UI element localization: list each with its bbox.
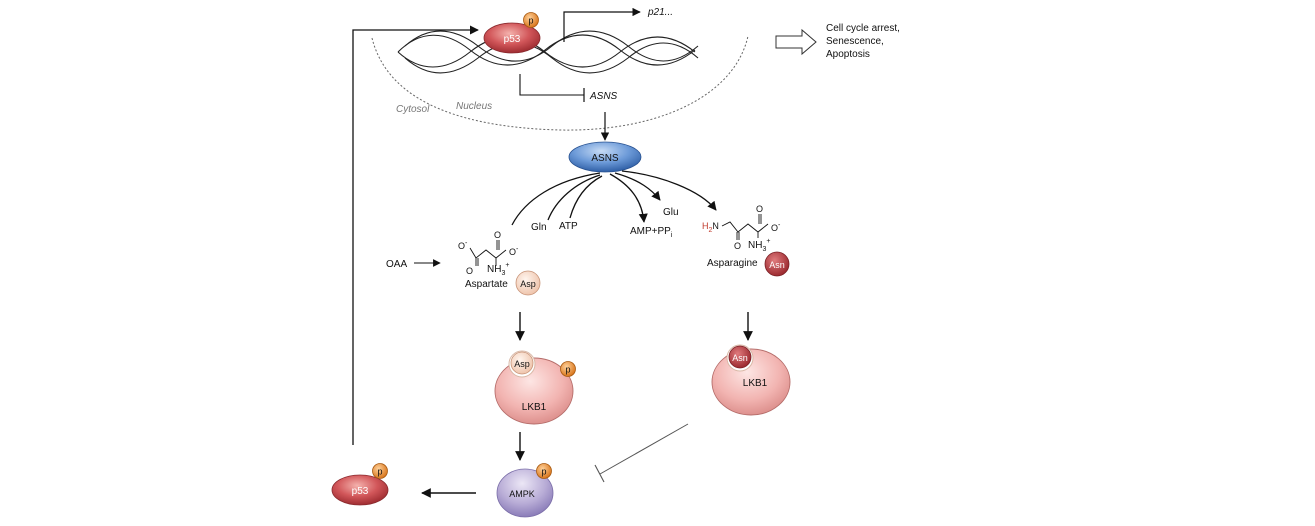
asns-repression-line — [519, 74, 584, 96]
asn-nh3: NH3+ — [748, 238, 770, 253]
outcome-block-arrow — [775, 28, 817, 56]
asn-o-minus: O- — [771, 222, 781, 233]
ampk-phospho: p — [541, 467, 546, 477]
asp-nh3: NH3+ — [487, 262, 509, 277]
dna-helix — [397, 30, 699, 74]
p53-nuclear: p53 — [483, 22, 541, 54]
lkb1-right-label: LKB1 — [743, 378, 768, 389]
lkb1-left-ligand: Asp — [514, 359, 530, 369]
outcome-line-1: Cell cycle arrest, — [826, 23, 900, 34]
asp-o-left: O — [466, 266, 473, 276]
lkb1-left-label: LKB1 — [522, 402, 547, 413]
asp-o-top: O — [494, 230, 501, 240]
amp-label: AMP+PPi — [630, 226, 673, 239]
p53-cytosolic-label: p53 — [352, 486, 369, 497]
p21-label: p21... — [647, 7, 673, 18]
lkb1-asn-complex: LKB1 Asn — [711, 344, 791, 416]
ampk-label: AMPK — [509, 489, 535, 499]
nucleus-label: Nucleus — [456, 101, 492, 112]
asns-enzyme: ASNS — [568, 141, 642, 173]
gln-label: Gln — [531, 222, 547, 233]
asn-lkb1-inhibition-line — [599, 423, 689, 475]
asns-gene-label: ASNS — [589, 91, 618, 102]
lkb1-asp-complex: LKB1 Asp p — [494, 350, 576, 425]
outcome-line-2: Senescence, — [826, 36, 884, 47]
asn-o-bottom: O — [734, 241, 741, 251]
atp-label: ATP — [559, 221, 578, 232]
asp-o-minus-left: O- — [458, 240, 468, 251]
asparagine-structure — [721, 214, 769, 240]
p53-cytosolic-phospho: p — [377, 467, 382, 477]
asns-enzyme-label: ASNS — [591, 153, 619, 164]
reaction-arcs — [511, 170, 717, 226]
lkb1-left-phospho: p — [565, 365, 570, 375]
asparagine-label: Asparagine — [707, 258, 758, 269]
asp-badge: Asp — [515, 270, 541, 296]
asn-h2n: H2N — [702, 221, 719, 234]
outcome-line-3: Apoptosis — [826, 49, 870, 60]
p53-nuclear-label: p53 — [504, 34, 521, 45]
p21-transcription-arrow — [563, 7, 641, 42]
asn-o-top: O — [756, 204, 763, 214]
aspartate-label: Aspartate — [465, 279, 508, 290]
asn-lkb1-inhibition-bar — [594, 464, 605, 483]
p53-nuclear-translocation-arrow — [352, 25, 479, 445]
nuclear-envelope — [371, 35, 749, 131]
svg-text:Asp: Asp — [520, 279, 536, 289]
cytosol-label: Cytosol — [396, 104, 430, 115]
p53-cytosolic: p53 p — [331, 463, 389, 506]
p53-nuclear-phospho: p — [523, 12, 539, 28]
asn-badge: Asn — [764, 251, 790, 277]
lkb1-right-ligand: Asn — [732, 353, 748, 363]
svg-text:Asn: Asn — [769, 260, 785, 270]
asp-o-minus-right: O- — [509, 246, 519, 257]
oaa-label: OAA — [386, 259, 407, 270]
aspartate-structure — [469, 240, 507, 266]
ampk: AMPK p — [496, 463, 554, 518]
svg-text:p: p — [528, 16, 533, 26]
glu-label: Glu — [663, 207, 679, 218]
